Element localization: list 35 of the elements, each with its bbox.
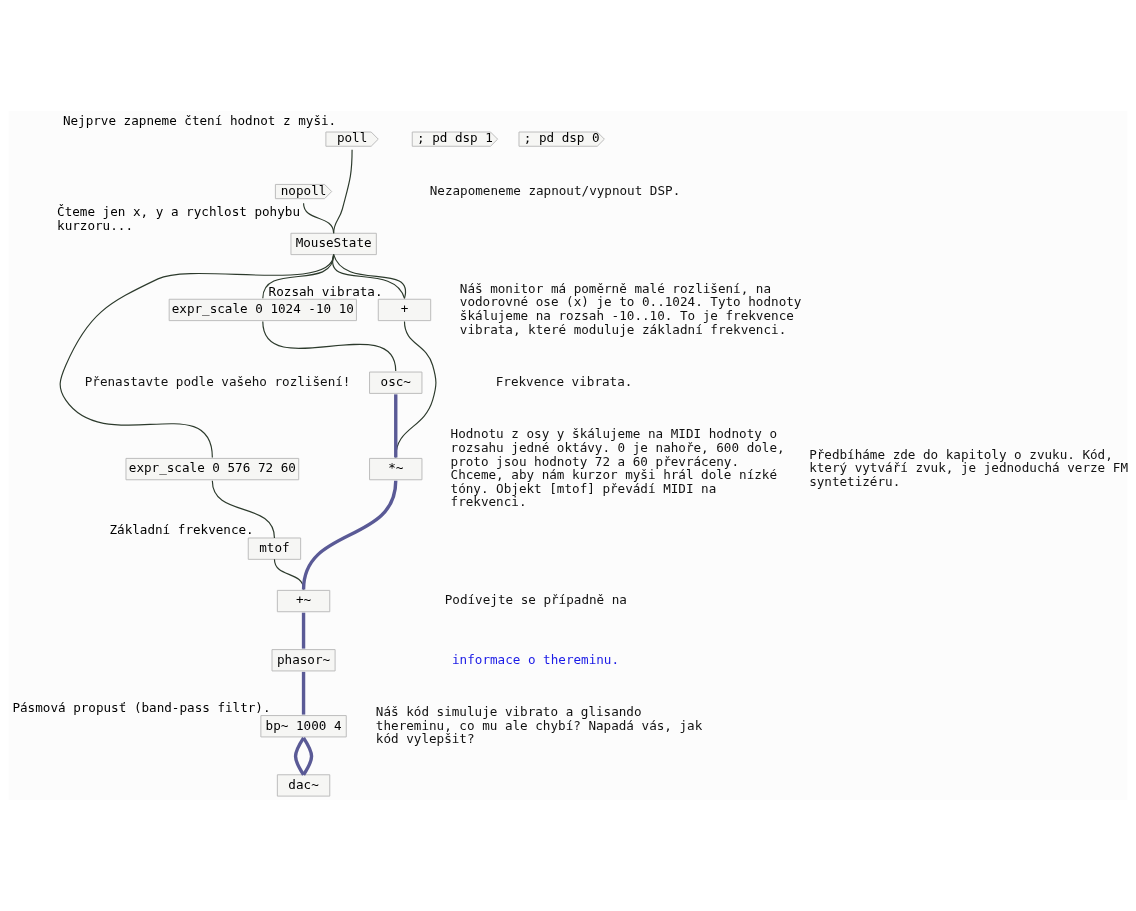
connector (302, 736, 314, 776)
connector (262, 321, 397, 372)
node-label: Základní frekvence. (109, 522, 254, 538)
node-box: mtof (247, 537, 302, 560)
label: Frekvence vibrata. (495, 374, 633, 390)
connector (301, 612, 306, 649)
node-box: expr_scale 0 576 72 60 (125, 457, 300, 481)
node-box: osc~ (369, 371, 423, 394)
label: Přenastavte podle vašeho rozlišení! (84, 374, 351, 390)
label: Předbíháme zde do kapitoly o zvuku. Kód, který vytváří zvuk, je jednoduchá verze FM syntetizéru. (809, 446, 1128, 489)
connector (211, 480, 276, 539)
connector (301, 480, 398, 590)
label: informace o thereminu. (452, 651, 620, 667)
node-box: dac~ (276, 774, 331, 797)
label: Hodnotu z osy y škálujeme na MIDI hodnoty o rozsahu jedné oktávy. 0 je nahoře, 600 dole, proto jsou hodnoty 72 a 60 převráceny. Chceme, aby nám kurzor myši hrál dole nízké tóny. Objekt [mtof] převádí MIDI na frekvenci. (450, 426, 785, 510)
node-box: *~ (369, 457, 423, 481)
node-label: Čteme jen x, y a rychlost pohybu kurzoru... (57, 204, 301, 233)
node-label: Nejprve zapneme čtení hodnot z myši. (62, 112, 337, 128)
connector (394, 394, 398, 458)
connector (301, 671, 306, 715)
label: Náš kód simuluje vibrato a glisando thereminu, co mu ale chybí? Napadá vás, jak kód vylepšit? (375, 703, 703, 747)
connector (303, 202, 335, 234)
node-box: bp~ 1000 4 (260, 715, 347, 738)
node-box: + (377, 298, 432, 322)
node-box: +~ (276, 589, 331, 613)
node-box: MouseState (290, 232, 377, 256)
node-label: Pásmová propusť (band-pass filtr). (12, 700, 271, 716)
connector (395, 321, 437, 458)
label: Podívejte se případně na (444, 592, 627, 608)
node-box: expr_scale 0 1024 -10 10 (168, 298, 357, 322)
connector (293, 736, 305, 776)
node-box: phasor~ (271, 649, 336, 672)
label: Náš monitor má poměrně malé rozlišení, na vodorovné ose (x) je to 0..1024. Tyto hodnoty škálujeme na rozsah -10..10. To je frekvence vibrata, které moduluje základní frekvenci. (459, 280, 802, 337)
node-label: Rozsah vibrata. (268, 283, 383, 299)
label: Nezapomeneme zapnout/vypnout DSP. (429, 182, 681, 198)
